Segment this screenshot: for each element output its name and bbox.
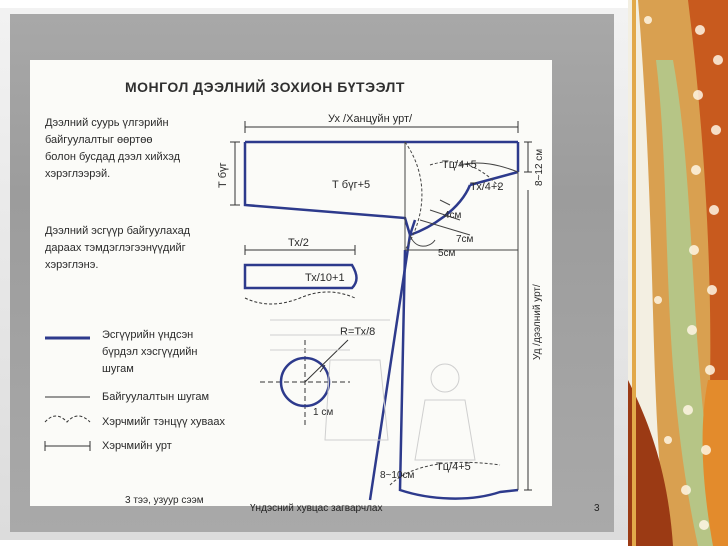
intro-paragraph: Дээлний суурь үлгэрийн байгуулалтыг өөрт…	[45, 115, 245, 183]
deel-pattern-diagram: Ух /Ханцуйн урт/ Т бүг	[44, 113, 545, 506]
label-deel-length: Уд /дээлний урт/	[532, 284, 543, 360]
label-4-cm: 4см	[444, 210, 462, 221]
intro-line: Дээлний суурь үлгэрийн	[45, 117, 169, 129]
intro-line: болон бусдад дээл хийхэд	[45, 151, 180, 163]
label-tc4-plus-5-bottom: Тц/4+5	[436, 461, 471, 473]
collar-division-arc	[244, 291, 356, 305]
label-1-cm: 1 см	[313, 407, 333, 418]
label-8-10-cm: 8~10см	[380, 470, 415, 481]
label-tx-10-plus-1: Тх/10+1	[305, 272, 345, 284]
right-top-dimension	[524, 141, 532, 173]
deel-length-dimension	[524, 190, 532, 491]
symbols-line: Дээлний эсгүүр байгуулахад	[45, 225, 191, 237]
radius-circle-figure	[260, 339, 350, 425]
legend-segment-length-label: Хэрчмийн урт	[102, 440, 172, 452]
label-tx-2: Тх/2	[288, 237, 309, 249]
decorative-pattern-graphic	[628, 0, 728, 546]
intro-line: байгуулалтыг өөртөө	[45, 134, 153, 146]
sheet-title: МОНГОЛ ДЭЭЛНИЙ ЗОХИОН БҮТЭЭЛТ	[125, 79, 405, 95]
slide-page-number: 3	[594, 503, 600, 514]
intro-line: хэрэглээрэй.	[45, 168, 111, 180]
symbols-line: дараах тэмдэглэгээнүүдийг	[45, 242, 186, 254]
legend-construction-line-label: Байгуулалтын шугам	[102, 391, 210, 403]
pattern-sheet: МОНГОЛ ДЭЭЛНИЙ ЗОХИОН БҮТЭЭЛТ Дээлний су…	[30, 60, 552, 506]
label-5-cm: 5см	[438, 248, 456, 259]
symbols-line: хэрэглэнэ.	[45, 259, 99, 271]
label-t-bug-plus-5: Т бүг+5	[332, 179, 370, 191]
tx2-dimension	[244, 245, 356, 255]
legend-label-line: бүрдэл хэсгүүдийн	[102, 346, 198, 358]
t-bug-dimension	[230, 141, 240, 206]
symbols-paragraph: Дээлний эсгүүр байгуулахад дараах тэмдэг…	[45, 223, 245, 274]
deel-main-outline	[243, 140, 520, 501]
legend-label-line: шугам	[102, 363, 134, 375]
legend-segment-length-symbol	[44, 441, 91, 451]
label-top-width: Ух /Ханцуйн урт/	[328, 113, 413, 125]
decorative-side-band	[628, 0, 728, 546]
label-bottom-cut-text: 3 тээ, узуур сээм	[125, 495, 204, 506]
label-8-12-cm: 8~12 см	[534, 149, 545, 186]
label-t-bug: Т бүг	[217, 162, 229, 188]
faded-background-sketch	[270, 319, 476, 461]
legend-equal-division-label: Хэрчмийг тэнцүү хуваах	[102, 416, 226, 428]
collar-piece-outline	[243, 263, 358, 290]
label-tc4-plus-5-top: Тц/4+5	[442, 159, 477, 171]
slide-footer: Үндэсний хувцас загварчлах	[250, 503, 383, 514]
legend-equal-division-symbol	[44, 415, 91, 423]
top-width-dimension	[244, 121, 519, 133]
legend-main-lines-label: Эсгүүрийн үндсэн бүрдэл хэсгүүдийн шугам	[102, 327, 197, 378]
label-tx4-plus-2: Тх/4+2	[470, 181, 503, 193]
construction-lines	[389, 141, 519, 490]
legend-label-line: Эсгүүрийн үндсэн	[102, 329, 194, 341]
label-7-cm: 7см	[456, 234, 474, 245]
label-radius: R=Тх/8	[340, 326, 375, 338]
